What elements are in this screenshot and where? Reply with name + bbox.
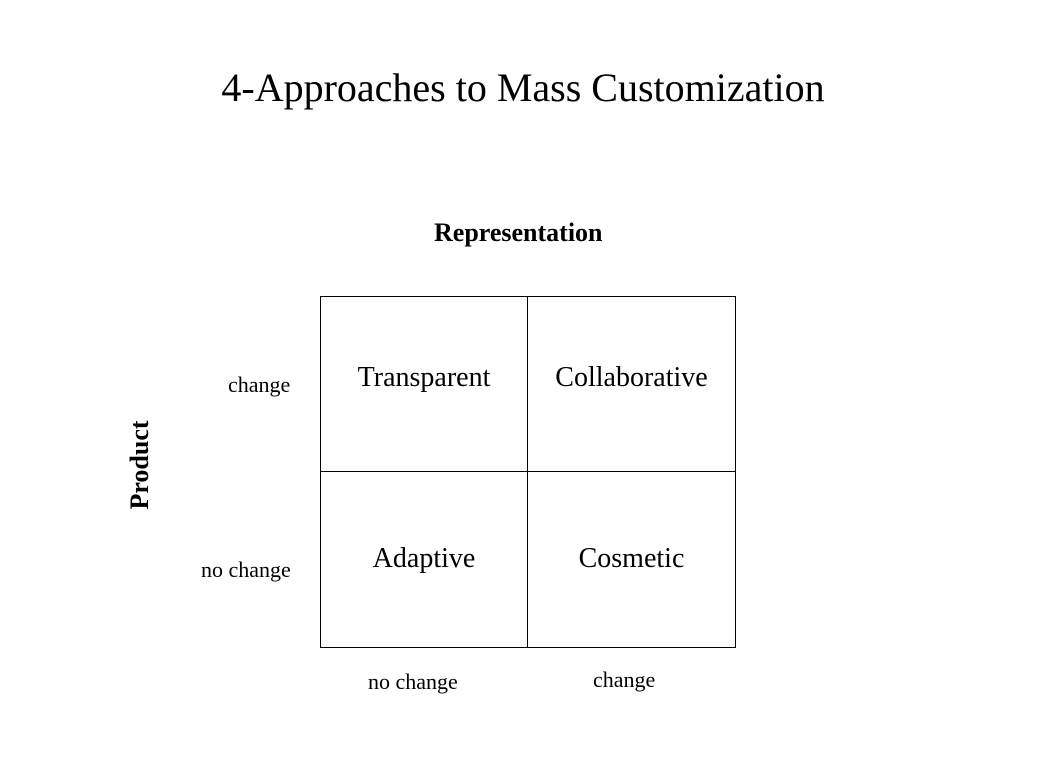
matrix-cell-adaptive: Adaptive	[321, 472, 528, 647]
col-tick-change: change	[593, 667, 656, 692]
approaches-matrix: Transparent Collaborative Adaptive Cosme…	[320, 296, 736, 648]
col-tick-no-change: no change	[368, 669, 458, 694]
representation-axis-title: Representation	[434, 218, 603, 247]
matrix-cell-collaborative: Collaborative	[528, 297, 735, 472]
row-tick-no-change: no change	[201, 557, 291, 582]
row-tick-change: change	[228, 372, 291, 397]
product-axis-title: Product	[125, 420, 154, 510]
matrix-cell-cosmetic: Cosmetic	[578, 542, 685, 574]
matrix-cell-transparent: Transparent	[321, 297, 528, 472]
diagram-title: 4-Approaches to Mass Customization	[221, 65, 825, 110]
